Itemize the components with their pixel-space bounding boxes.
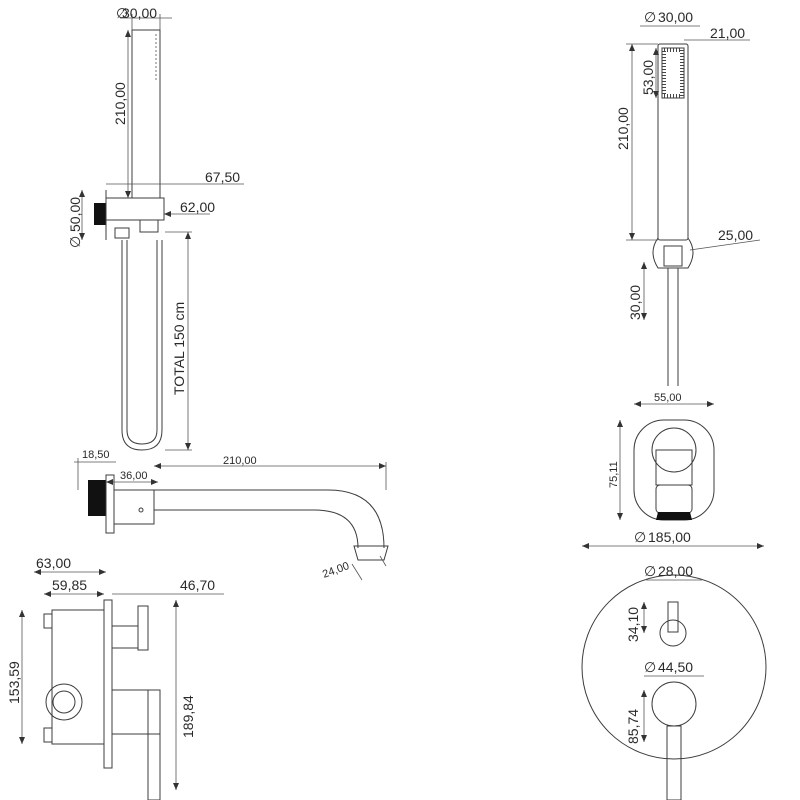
spout-side-view: 18,50 36,00 210,00 24,00 bbox=[74, 449, 389, 581]
dim-hose-length: TOTAL 150 cm bbox=[171, 302, 187, 395]
dim-handle-length: 210,00 bbox=[112, 82, 128, 125]
handshower-front-view: ∅ 30,00 21,00 53,00 210,00 25,00 30,00 bbox=[615, 9, 761, 386]
svg-text:∅: ∅ bbox=[644, 9, 656, 25]
svg-text:∅: ∅ bbox=[634, 529, 646, 545]
dim-diverter-offset: 34,10 bbox=[625, 607, 641, 642]
shower-hose bbox=[121, 240, 163, 451]
mixer-front-view: ∅ 185,00 ∅ 28,00 34,10 ∅ 44,50 85,74 bbox=[581, 529, 767, 800]
dim-spout-plate-depth: 36,00 bbox=[120, 470, 148, 482]
dim-spout-front-height: 75,11 bbox=[608, 461, 620, 488]
dim-handle-projection: 46,70 bbox=[180, 577, 215, 593]
dim-outlet-projection: 62,00 bbox=[180, 199, 215, 215]
dim-spout-length: 210,00 bbox=[223, 455, 257, 467]
svg-text:∅: ∅ bbox=[644, 563, 656, 579]
svg-text:∅: ∅ bbox=[644, 659, 656, 675]
mixer-side-view: 63,00 59,85 46,70 153,59 189,84 bbox=[6, 555, 224, 800]
diameter-symbol: ∅ bbox=[116, 5, 128, 21]
dim-plate-diameter: 185,00 bbox=[648, 529, 691, 545]
dim-head-diameter: 30,00 bbox=[122, 5, 157, 21]
dim-front-handle-length: 210,00 bbox=[615, 107, 631, 150]
dim-box-height: 153,59 bbox=[6, 661, 22, 704]
spout-wall-block bbox=[88, 480, 106, 516]
dim-total-height: 189,84 bbox=[180, 695, 196, 738]
dim-lever-offset: 85,74 bbox=[625, 709, 641, 744]
handshower-side-view: 30,00 ∅ 210,00 67,50 50,00 ∅ 62,00 TOTAL… bbox=[67, 5, 244, 451]
dim-box-depth: 63,00 bbox=[36, 555, 71, 571]
dim-outlet-diameter: 50,00 bbox=[67, 197, 83, 232]
dim-spout-wall-offset: 18,50 bbox=[82, 449, 110, 461]
wall-bracket bbox=[105, 197, 165, 221]
mixer-lever-hub bbox=[651, 681, 697, 727]
dim-lever-diameter: 44,50 bbox=[658, 659, 693, 675]
dim-bracket-projection: 67,50 bbox=[205, 169, 240, 185]
mixer-cartridge bbox=[45, 683, 83, 721]
spout-front-plate bbox=[633, 419, 715, 521]
wall-outlet-block bbox=[94, 203, 106, 225]
dim-holder-height: 30,00 bbox=[627, 285, 643, 320]
handshower-front-handle bbox=[657, 43, 689, 241]
dim-holder-diameter: 25,00 bbox=[718, 227, 753, 243]
dim-box-inner-depth: 59,85 bbox=[52, 577, 87, 593]
mixer-lever bbox=[147, 689, 161, 800]
dim-front-head-diameter: 30,00 bbox=[658, 9, 693, 25]
dim-spray-height: 53,00 bbox=[640, 60, 656, 95]
dim-spout-outlet-diameter: 24,00 bbox=[321, 560, 351, 581]
spout-front-view: 55,00 75,11 bbox=[608, 392, 715, 521]
dim-diverter-diameter: 28,00 bbox=[658, 563, 693, 579]
spout-body bbox=[154, 489, 385, 549]
diverter-knob bbox=[659, 619, 687, 647]
mixer-front-lever bbox=[666, 725, 682, 800]
mixer-box bbox=[51, 609, 105, 745]
dim-spray-width: 21,00 bbox=[710, 25, 745, 41]
mixer-cover-plate bbox=[581, 574, 767, 760]
shower-holder bbox=[652, 237, 694, 269]
spout-plate bbox=[113, 489, 155, 525]
svg-text:∅: ∅ bbox=[67, 236, 83, 248]
dim-spout-front-width: 55,00 bbox=[654, 392, 682, 404]
